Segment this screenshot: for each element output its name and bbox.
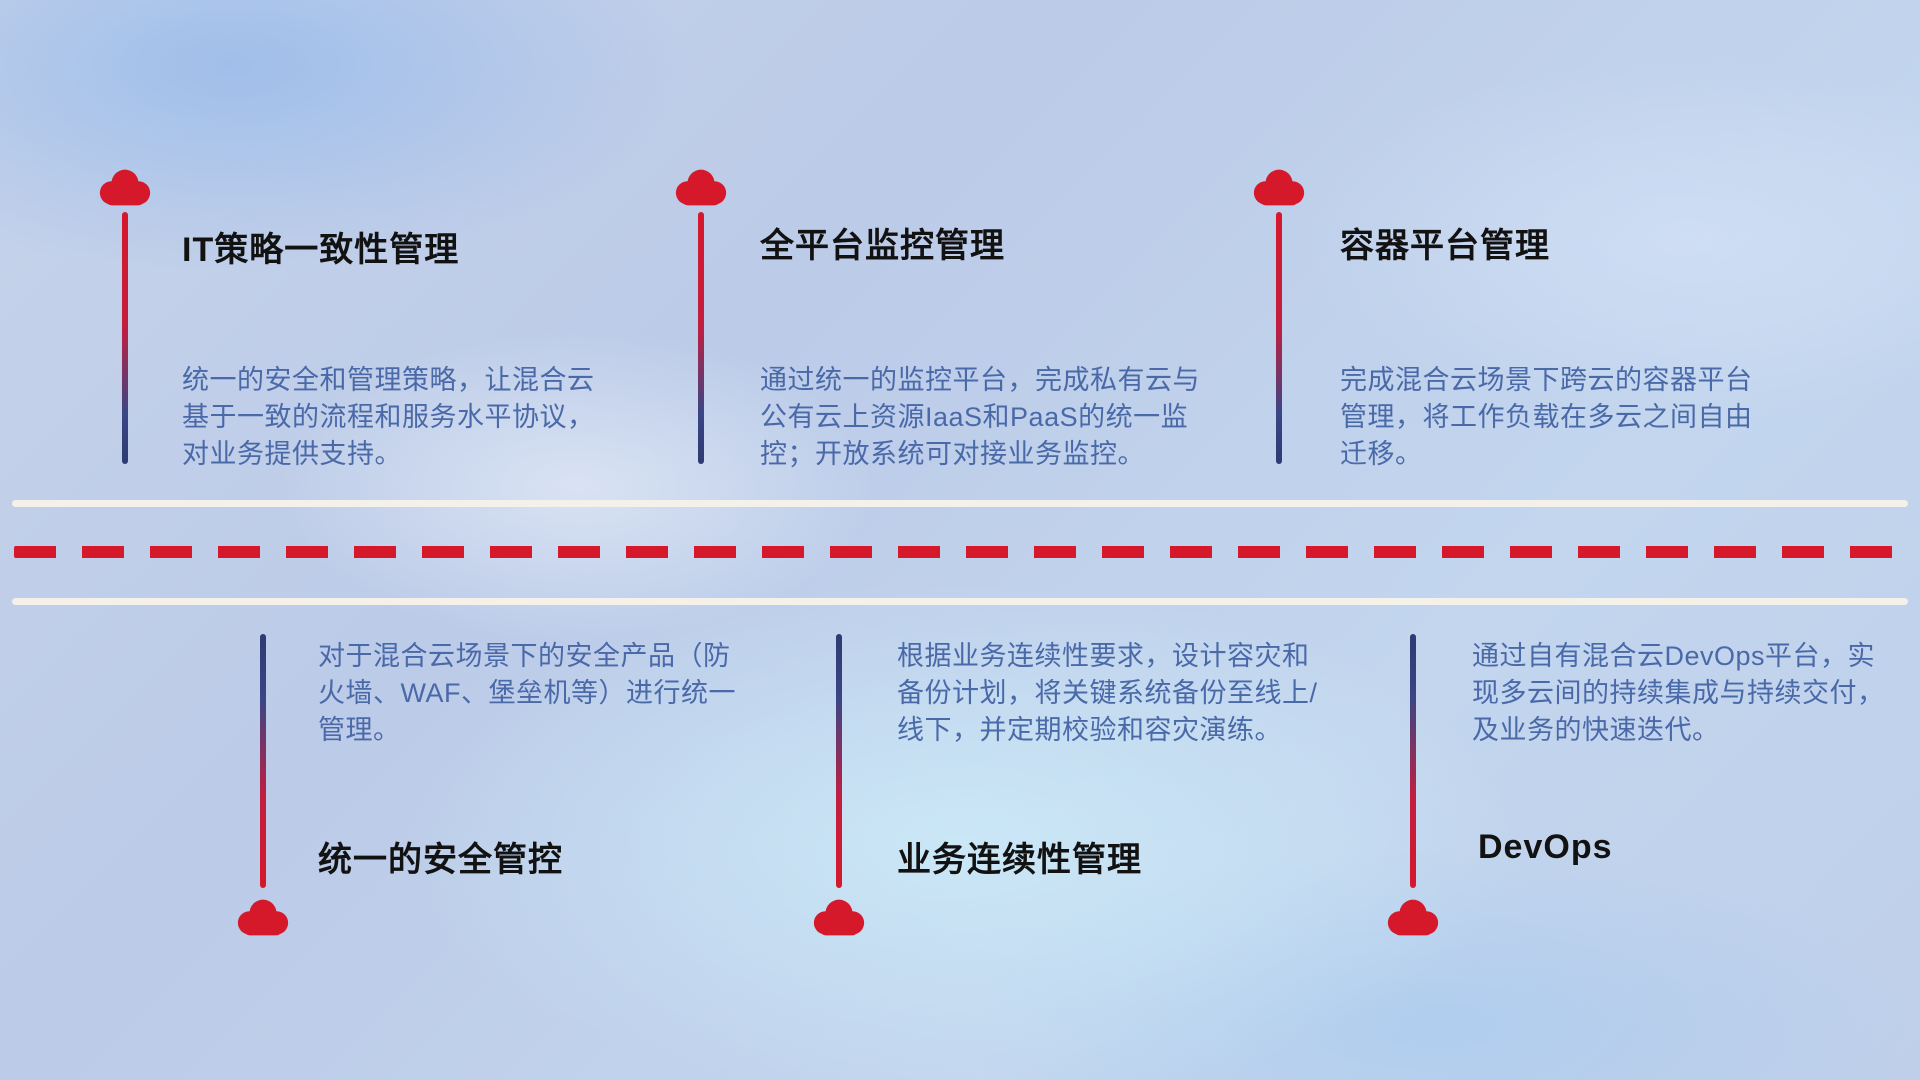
cloud-icon <box>1387 899 1439 936</box>
cloud-icon <box>675 169 727 206</box>
item-description: 完成混合云场景下跨云的容器平台管理，将工作负载在多云之间自由迁移。 <box>1340 365 1753 469</box>
item-description: 根据业务连续性要求，设计容灾和备份计划，将关键系统备份至线上/线下，并定期校验和… <box>897 641 1318 745</box>
cloud-icon <box>813 899 865 936</box>
connector-line <box>122 212 128 464</box>
item-title: 容器平台管理 <box>1340 227 1550 265</box>
connector-line <box>836 634 842 888</box>
item-title: DevOps <box>1478 828 1613 866</box>
item-description: 通过自有混合云DevOps平台，实现多云间的持续集成与持续交付，及业务的快速迭代… <box>1472 641 1885 745</box>
connector-line <box>1410 634 1416 888</box>
road-dashed-line <box>14 546 1906 558</box>
item-title: 业务连续性管理 <box>897 841 1142 879</box>
item-description: 通过统一的监控平台，完成私有云与公有云上资源IaaS和PaaS的统一监控；开放系… <box>760 365 1200 469</box>
road-bottom-line <box>12 598 1908 605</box>
cloud-icon <box>237 899 289 936</box>
item-description: 统一的安全和管理策略，让混合云基于一致的流程和服务水平协议，对业务提供支持。 <box>182 365 595 469</box>
cloud-icon <box>99 169 151 206</box>
connector-line <box>698 212 704 464</box>
road-top-line <box>12 500 1908 507</box>
item-title: 统一的安全管控 <box>318 841 563 879</box>
cloud-icon <box>1253 169 1305 206</box>
connector-line <box>1276 212 1282 464</box>
item-description: 对于混合云场景下的安全产品（防火墙、WAF、堡垒机等）进行统一管理。 <box>318 641 736 745</box>
item-title: 全平台监控管理 <box>760 227 1005 265</box>
item-title: IT策略一致性管理 <box>182 231 460 269</box>
connector-line <box>260 634 266 888</box>
